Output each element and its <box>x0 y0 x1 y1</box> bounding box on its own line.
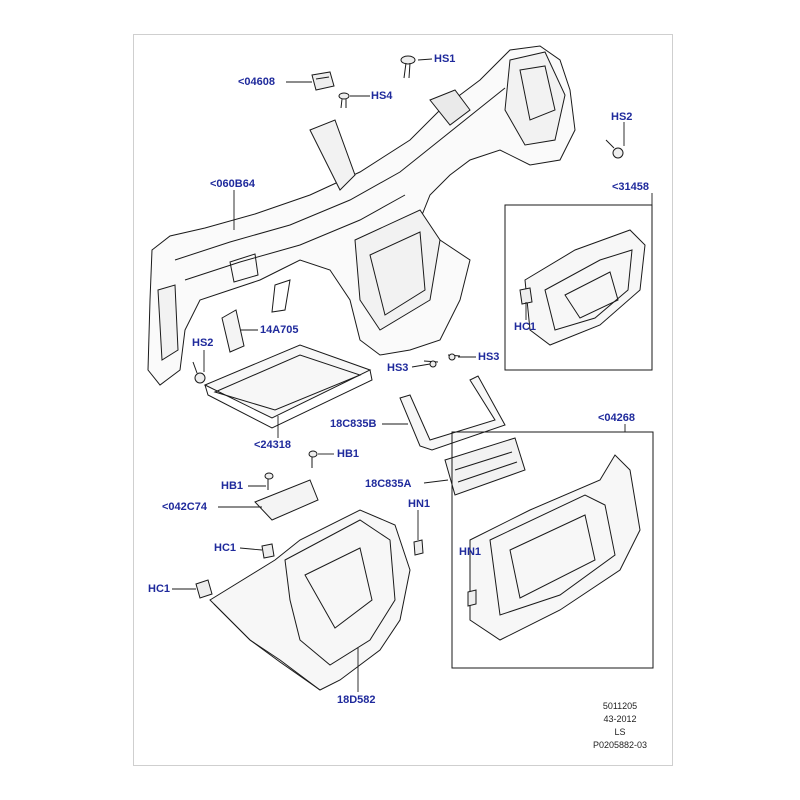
reference-line-1: 5011205 <box>602 701 638 711</box>
bracket-18c835a-part <box>444 437 526 496</box>
callout-04608: <04608 <box>238 76 276 88</box>
bracket-14a705-part <box>221 309 245 353</box>
fastener-hs2-right <box>605 139 624 159</box>
callout-hs3-left: HS3 <box>387 362 409 374</box>
callout-hs3-right: HS3 <box>478 351 500 363</box>
callout-hs2-left: HS2 <box>192 337 214 349</box>
callout-060b64: <060B64 <box>210 178 255 190</box>
reference-block: 5011205 43-2012 LS P0205882-03 <box>580 700 660 752</box>
clip-hc1-left <box>195 579 213 599</box>
leader-lines <box>172 58 653 692</box>
callout-hc1-mid: HC1 <box>214 542 237 554</box>
fastener-hs4 <box>338 92 350 109</box>
callout-hb1-right: HB1 <box>337 448 360 460</box>
fastener-hs3-pair <box>423 353 461 368</box>
fastener-hs2-left <box>192 361 206 384</box>
callout-hs4: HS4 <box>371 90 393 102</box>
clip-04608-part <box>311 71 335 91</box>
callout-hs2-right: HS2 <box>611 111 633 123</box>
callout-hs1: HS1 <box>434 53 456 65</box>
reference-line-4: P0205882-03 <box>592 740 648 750</box>
callout-14a705: 14A705 <box>260 324 299 336</box>
callout-hc1-left: HC1 <box>148 583 171 595</box>
console-18d582-part <box>209 509 411 691</box>
callout-18d582: 18D582 <box>337 694 376 706</box>
crosscar-beam-part <box>147 45 576 386</box>
callout-24318: <24318 <box>254 439 292 451</box>
callout-042c74: <042C74 <box>162 501 207 513</box>
fastener-hs1 <box>400 55 416 79</box>
clip-hn1-right <box>467 589 477 607</box>
inset-04268-box <box>451 431 654 669</box>
clip-hc1-mid <box>261 543 275 559</box>
tray-24318-part <box>203 344 373 429</box>
clip-hc1-right <box>519 287 533 305</box>
clip-hn1-top <box>413 539 424 556</box>
glovebox-frame-31458-part <box>524 229 646 346</box>
callout-hn1-right: HN1 <box>459 546 482 558</box>
inset-31458-box <box>504 204 653 371</box>
callout-hc1-right: HC1 <box>514 321 537 333</box>
bracket-042c74-part <box>254 479 319 521</box>
reference-line-3: LS <box>614 727 626 737</box>
callout-hb1-left: HB1 <box>221 480 244 492</box>
glovebox-04268-part <box>469 454 641 641</box>
callout-hn1-top: HN1 <box>408 498 431 510</box>
fastener-hb1-pair <box>264 450 318 490</box>
reference-line-2: 43-2012 <box>603 714 637 724</box>
callout-18c835b: 18C835B <box>330 418 377 430</box>
callout-04268: <04268 <box>598 412 636 424</box>
callout-31458: <31458 <box>612 181 650 193</box>
callout-18c835a: 18C835A <box>365 478 412 490</box>
